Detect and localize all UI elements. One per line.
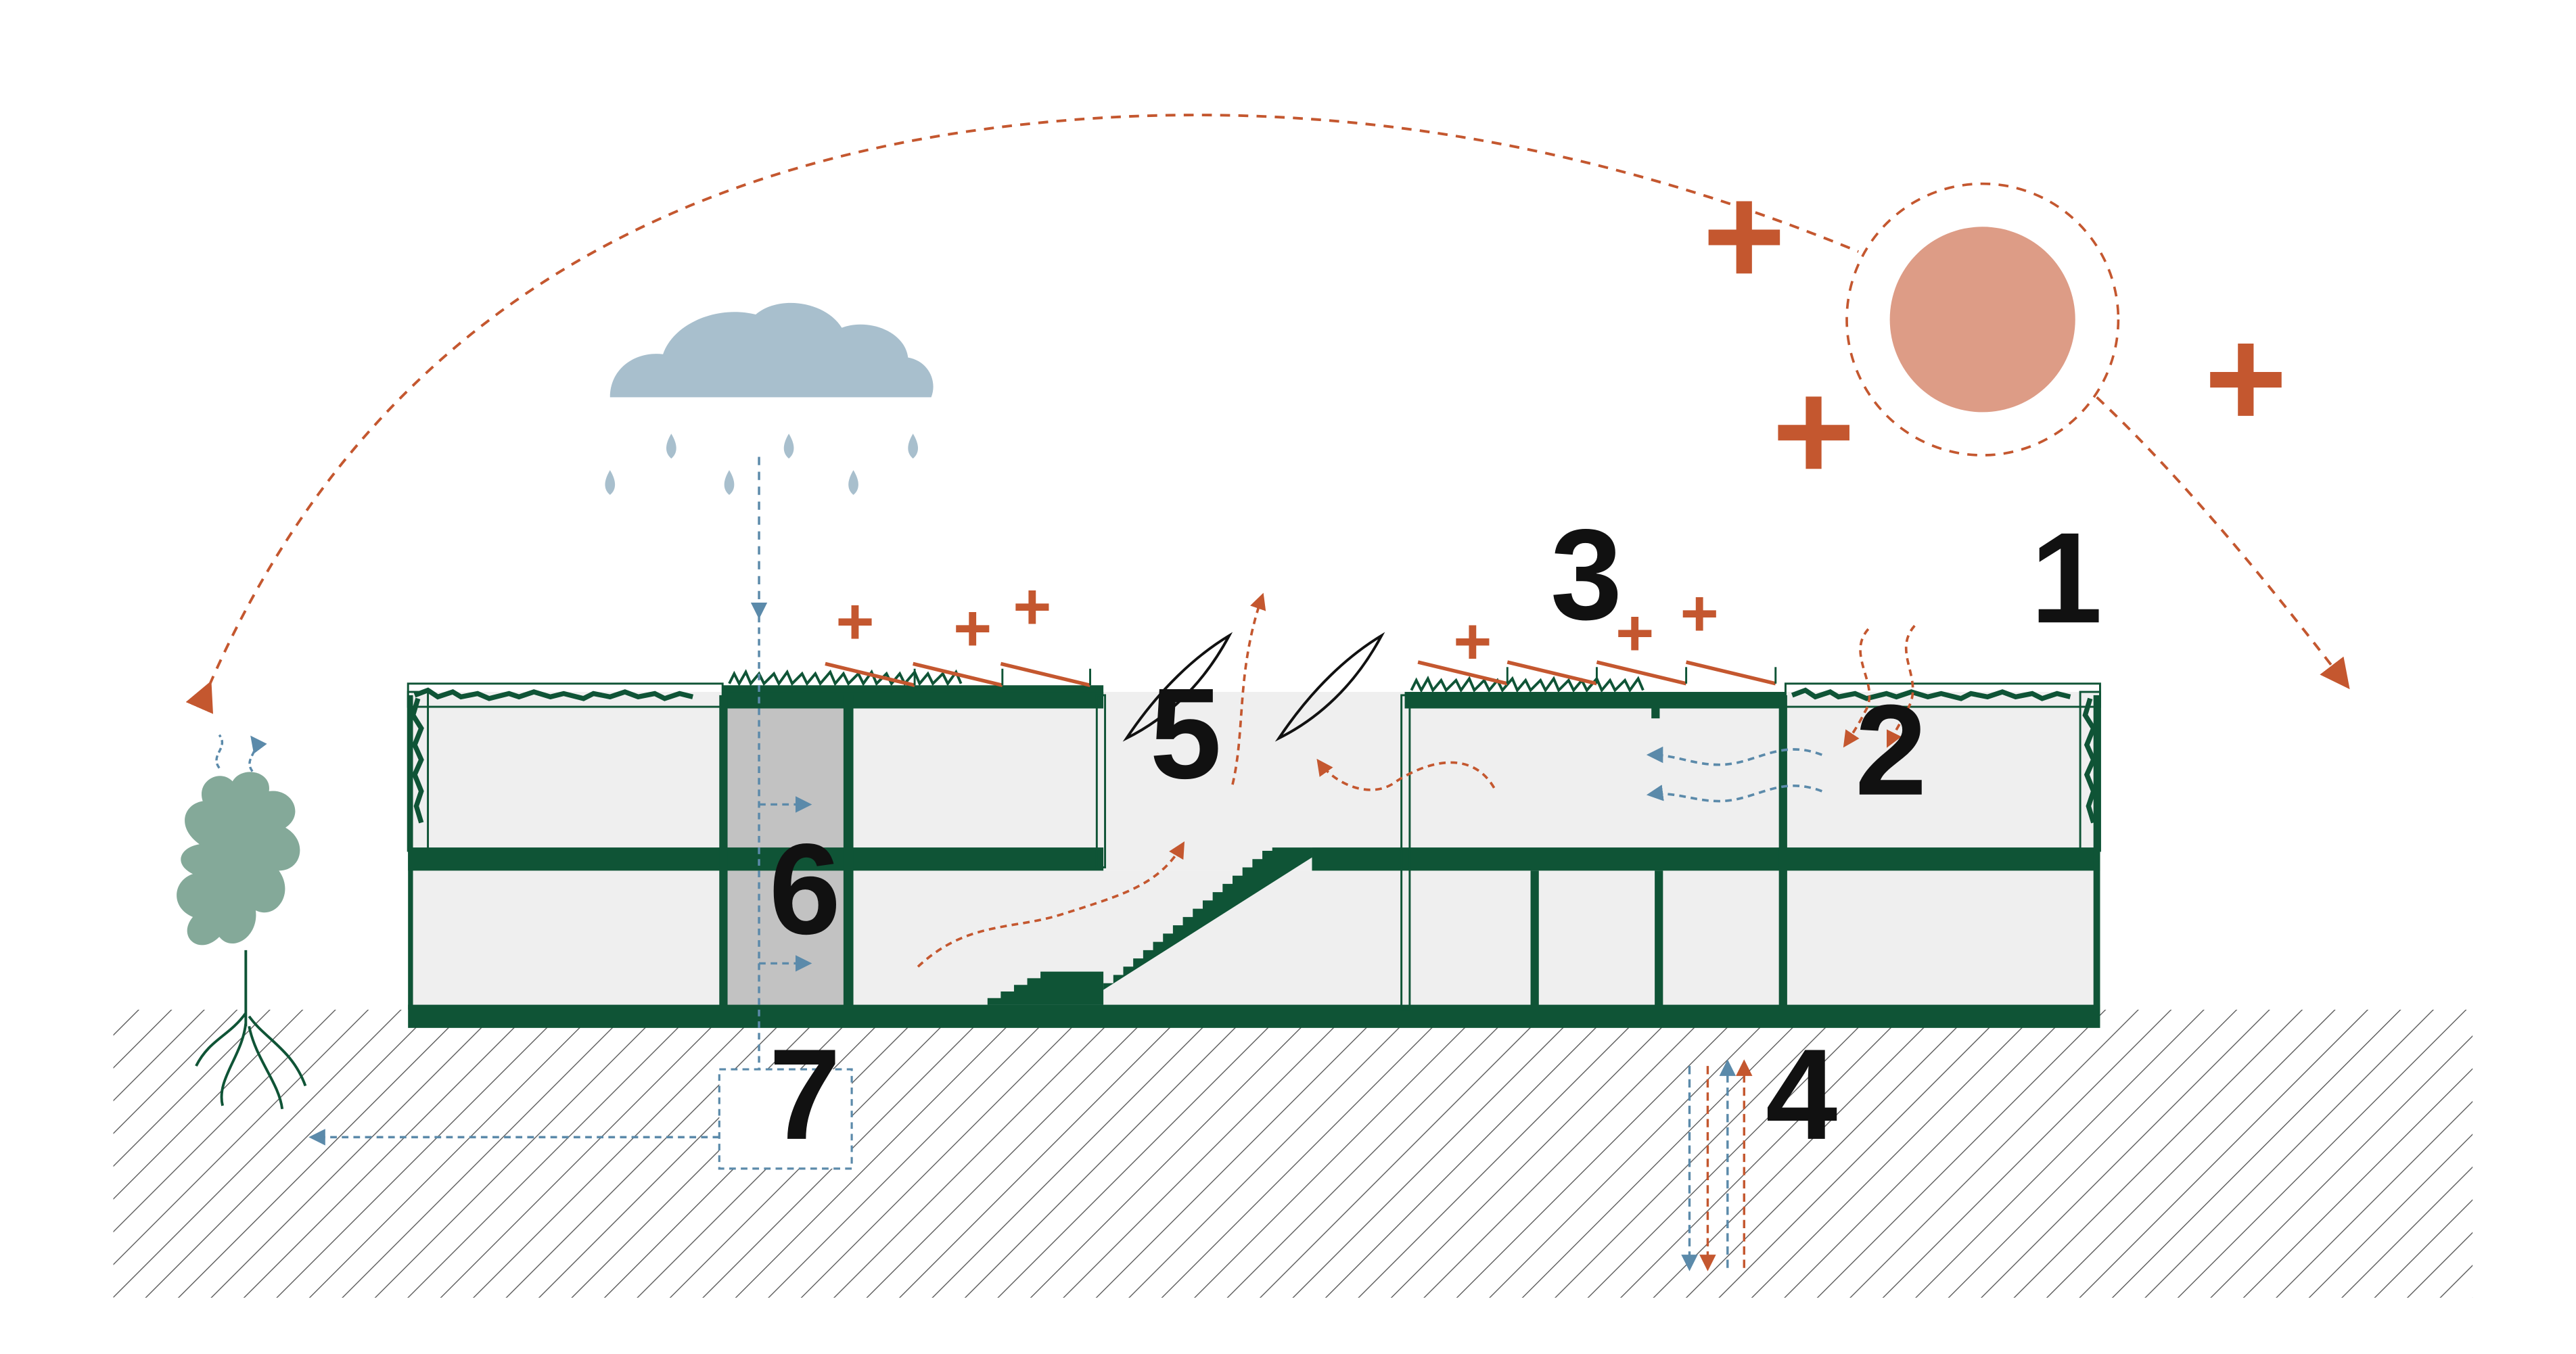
heat-flow-arrows (917, 592, 1916, 968)
plus-sign: + (953, 590, 992, 665)
label-3: 3 (1550, 503, 1622, 647)
solar-panel-supports (913, 667, 1777, 686)
plus-sign: + (2204, 298, 2287, 457)
label-2: 2 (1855, 678, 1927, 822)
plus-sign: + (1703, 156, 1786, 315)
label-5: 5 (1150, 661, 1222, 806)
plus-sign: + (1615, 595, 1654, 670)
tree-icon (177, 735, 307, 1110)
first-floor-slab-left (408, 847, 1104, 871)
label-4: 4 (1766, 1023, 1837, 1167)
cistern-icon (308, 1068, 853, 1170)
sun-icon (1845, 182, 2120, 457)
raindrop-icon (605, 434, 918, 495)
label-1: 1 (2031, 506, 2102, 650)
geothermal-arrows (1681, 1059, 1753, 1271)
plus-sign: + (835, 584, 874, 658)
light-well-arrows (750, 615, 812, 1123)
solar-panel-icon (825, 660, 1776, 687)
ground-floor-slab (408, 1004, 2100, 1028)
louver-icon (1122, 632, 1385, 742)
plus-sign: + (1772, 351, 1856, 511)
label-7: 7 (769, 1023, 841, 1167)
label-6: 6 (769, 817, 841, 961)
green-roof-right (1404, 692, 1786, 709)
plus-sign: + (1013, 569, 1051, 643)
sun-path-arc (185, 114, 2350, 714)
plus-sign: + (1680, 576, 1719, 650)
ground (113, 1009, 2473, 1298)
first-floor-slab-right (1312, 847, 2100, 871)
plus-sign: + (1453, 603, 1492, 678)
building-section (407, 669, 2101, 1028)
staircase (987, 847, 1312, 1005)
cloud-icon (610, 302, 934, 398)
